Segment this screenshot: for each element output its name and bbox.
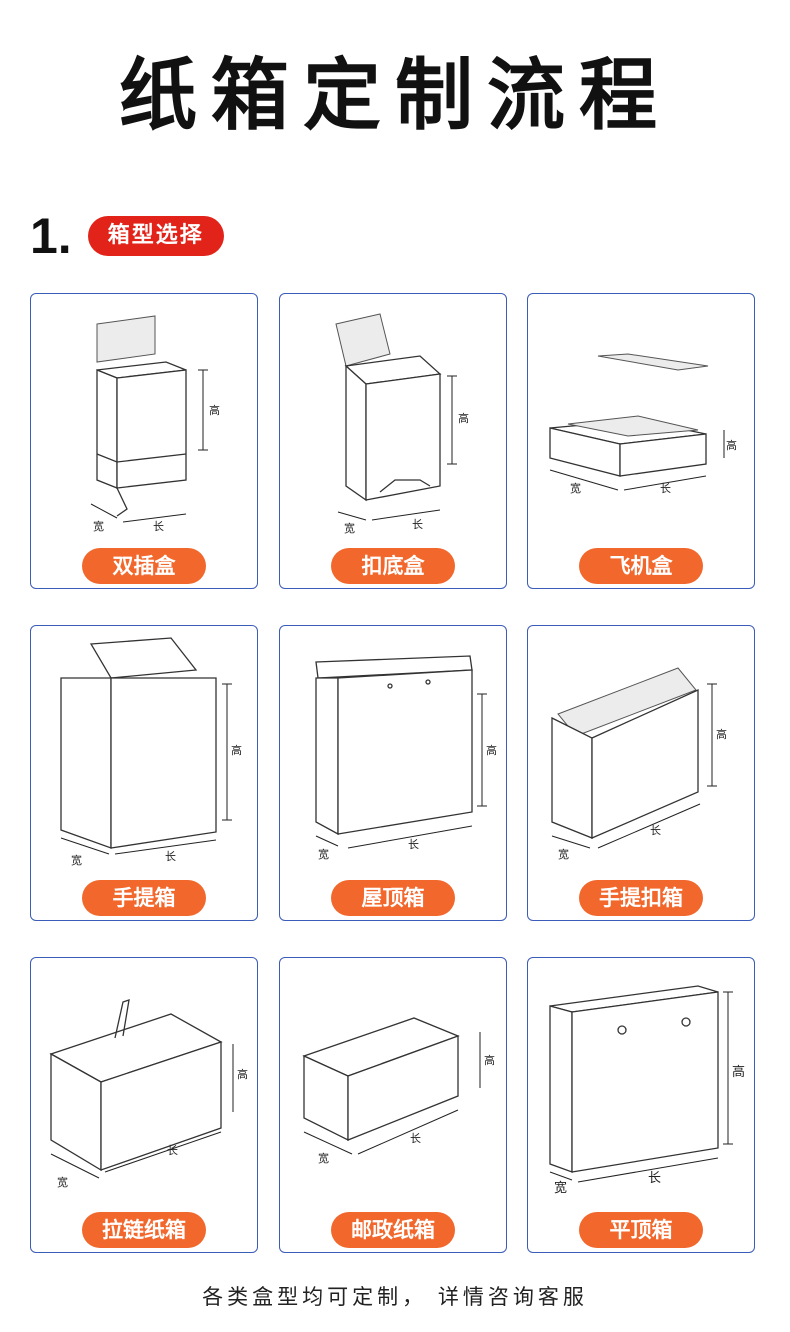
- box-card-zipper-box[interactable]: 高 宽 长 拉链纸箱: [30, 957, 258, 1253]
- handle-lock-box-illustration: 高 宽 长: [551, 667, 727, 861]
- width-label: 宽: [93, 519, 104, 533]
- length-label: 长: [410, 1132, 421, 1145]
- width-label: 宽: [344, 521, 355, 535]
- height-label: 高: [486, 743, 497, 757]
- height-label: 高: [484, 1053, 495, 1067]
- height-label: 高: [237, 1067, 248, 1081]
- height-label: 高: [726, 438, 737, 452]
- box-card-mailer[interactable]: 高 宽 长 飞机盒: [527, 293, 755, 589]
- height-label: 高: [209, 403, 220, 417]
- width-label: 宽: [57, 1175, 68, 1189]
- height-label: 高: [716, 727, 727, 741]
- step-header: 1. 箱型选择: [30, 206, 224, 266]
- mailer-box-illustration: 高 宽 长: [549, 353, 737, 495]
- width-label: 宽: [318, 847, 329, 861]
- box-name-pill: 邮政纸箱: [331, 1212, 455, 1248]
- width-label: 宽: [558, 847, 569, 861]
- box-name-pill: 飞机盒: [579, 548, 703, 584]
- box-name-pill: 手提箱: [82, 880, 206, 916]
- double-tuck-box-illustration: 高 宽 长: [90, 315, 220, 533]
- length-label: 长: [165, 850, 176, 863]
- lock-bottom-box-illustration: 高 宽 长: [335, 313, 469, 535]
- roof-box-illustration: 高 宽 长: [315, 655, 497, 861]
- height-label: 高: [458, 411, 469, 425]
- box-name-pill: 双插盒: [82, 548, 206, 584]
- length-label: 长: [408, 838, 419, 851]
- step-number: 1.: [30, 208, 72, 264]
- box-name-pill: 手提扣箱: [579, 880, 703, 916]
- height-label: 高: [231, 743, 242, 757]
- box-card-handle-lock-box[interactable]: 高 宽 长 手提扣箱: [527, 625, 755, 921]
- width-label: 宽: [318, 1151, 329, 1165]
- box-card-flat-top-box[interactable]: 高 宽 长 平顶箱: [527, 957, 755, 1253]
- box-name-pill: 扣底盒: [331, 548, 455, 584]
- length-label: 长: [650, 824, 661, 837]
- flat-top-box-illustration: 高 宽 长: [549, 985, 745, 1196]
- box-card-double-tuck[interactable]: 高 宽 长 双插盒: [30, 293, 258, 589]
- box-card-lock-bottom[interactable]: 高 宽 长 扣底盒: [279, 293, 507, 589]
- box-name-pill: 平顶箱: [579, 1212, 703, 1248]
- width-label: 宽: [71, 853, 82, 867]
- length-label: 长: [660, 482, 671, 495]
- length-label: 长: [167, 1144, 178, 1157]
- box-name-pill: 拉链纸箱: [82, 1212, 206, 1248]
- box-card-handle-box[interactable]: 高 宽 长 手提箱: [30, 625, 258, 921]
- box-card-postal-box[interactable]: 高 宽 长 邮政纸箱: [279, 957, 507, 1253]
- handle-box-illustration: 高 宽 长: [60, 637, 242, 867]
- postal-box-illustration: 高 宽 长: [302, 1017, 495, 1165]
- length-label: 长: [153, 520, 164, 533]
- width-label: 宽: [570, 481, 581, 495]
- height-label: 高: [732, 1064, 745, 1080]
- length-label: 长: [412, 518, 423, 531]
- footer-note: 各类盒型均可定制， 详情咨询客服: [202, 1285, 588, 1309]
- width-label: 宽: [554, 1180, 567, 1196]
- box-name-pill: 屋顶箱: [331, 880, 455, 916]
- page-title: 纸箱定制流程: [118, 51, 671, 141]
- box-card-roof-box[interactable]: 高 宽 长 屋顶箱: [279, 625, 507, 921]
- length-label: 长: [648, 1171, 661, 1186]
- step-label-badge: 箱型选择: [87, 216, 224, 256]
- zipper-box-illustration: 高 宽 长: [49, 999, 248, 1189]
